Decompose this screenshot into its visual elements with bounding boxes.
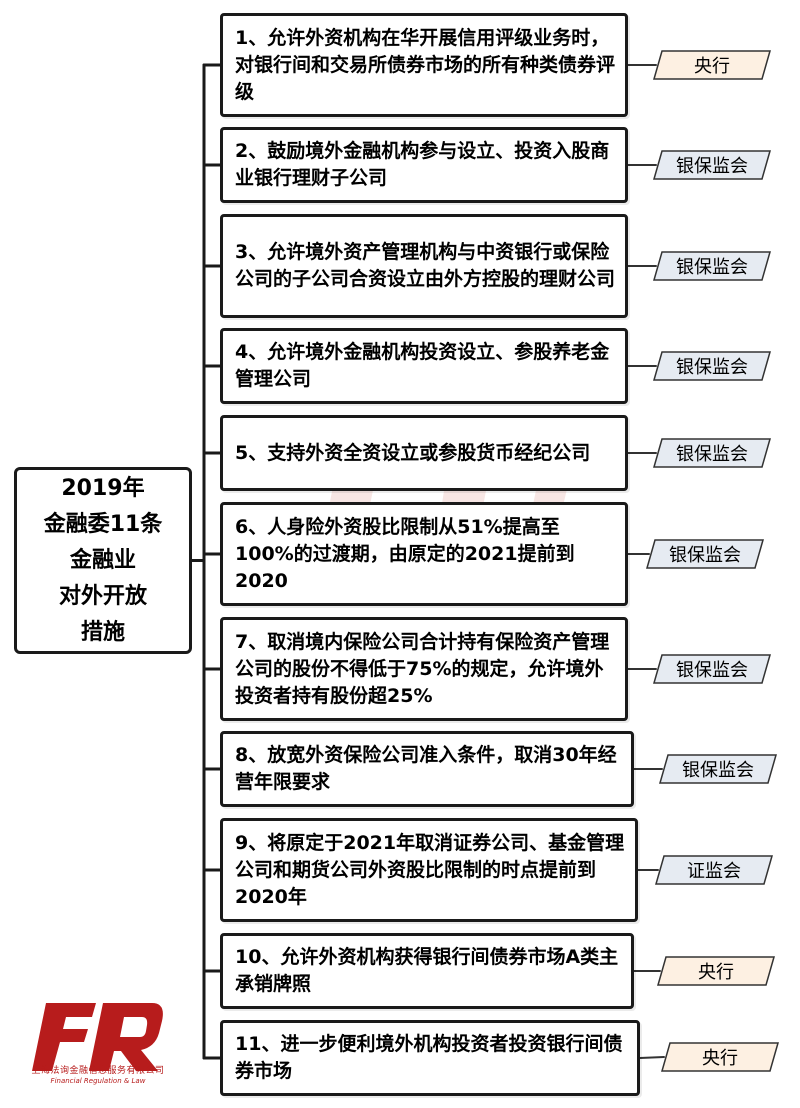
- tag-badge: 银保监会: [658, 753, 778, 785]
- list-item: 2、鼓励境外金融机构参与设立、投资入股商业银行理财子公司: [220, 127, 628, 203]
- tag-shape: [657, 956, 775, 986]
- list-item: 5、支持外资全资设立或参股货币经纪公司: [220, 415, 628, 491]
- tag-label: 银保监会: [682, 760, 754, 781]
- tag-label: 银保监会: [669, 545, 741, 566]
- list-item: 10、允许外资机构获得银行间债券市场A类主承销牌照: [220, 933, 634, 1009]
- item-text: 8、放宽外资保险公司准入条件，取消30年经营年限要求: [235, 744, 617, 793]
- root-line: 金融委11条: [43, 511, 163, 537]
- tag-shape: [653, 351, 771, 381]
- list-item: 7、取消境内保险公司合计持有保险资产管理公司的股份不得低于75%的规定，允许境外…: [220, 617, 628, 721]
- item-text: 3、允许境外资产管理机构与中资银行或保险公司的子公司合资设立由外方控股的理财公司: [235, 241, 616, 290]
- item-text: 4、允许境外金融机构投资设立、参股养老金管理公司: [235, 341, 610, 390]
- item-text: 5、支持外资全资设立或参股货币经纪公司: [235, 441, 591, 464]
- list-item: 9、将原定于2021年取消证券公司、基金管理公司和期货公司外资股比限制的时点提前…: [220, 818, 638, 922]
- tag-shape: [646, 539, 764, 569]
- item-text: 6、人身险外资股比限制从51%提高至100%的过渡期，由原定的2021提前到20…: [235, 515, 575, 592]
- tag-badge: 银保监会: [652, 350, 772, 382]
- list-item: 3、允许境外资产管理机构与中资银行或保险公司的子公司合资设立由外方控股的理财公司: [220, 214, 628, 318]
- tag-shape: [653, 654, 771, 684]
- tag-label: 银保监会: [676, 156, 748, 177]
- tag-shape: [659, 754, 777, 784]
- list-item: 4、允许境外金融机构投资设立、参股养老金管理公司: [220, 328, 628, 404]
- list-item: 6、人身险外资股比限制从51%提高至100%的过渡期，由原定的2021提前到20…: [220, 502, 628, 606]
- list-item: 11、进一步便利境外机构投资者投资银行间债券市场: [220, 1020, 640, 1096]
- tag-badge: 银保监会: [652, 250, 772, 282]
- tag-badge: 央行: [656, 955, 776, 987]
- tag-label: 银保监会: [676, 257, 748, 278]
- tag-label: 银保监会: [676, 660, 748, 681]
- tag-label: 银保监会: [676, 357, 748, 378]
- list-item: 1、允许外资机构在华开展信用评级业务时，对银行间和交易所债券市场的所有种类债券评…: [220, 13, 628, 117]
- item-text: 10、允许外资机构获得银行间债券市场A类主承销牌照: [235, 946, 619, 995]
- tag-label: 证监会: [687, 861, 741, 882]
- root-line: 2019年: [61, 475, 145, 501]
- root-line: 对外开放: [58, 583, 147, 609]
- tag-badge: 证监会: [654, 854, 774, 886]
- tag-label: 央行: [702, 1048, 738, 1069]
- logo-text-cn: 上海法询金融信息服务有限公司: [31, 1066, 165, 1076]
- tag-label: 央行: [694, 56, 730, 77]
- logo-text-en: Financial Regulation & Law: [50, 1077, 146, 1085]
- tag-shape: [655, 855, 773, 885]
- list-item: 8、放宽外资保险公司准入条件，取消30年经营年限要求: [220, 731, 634, 807]
- tag-label: 央行: [698, 962, 734, 983]
- item-text: 1、允许外资机构在华开展信用评级业务时，对银行间和交易所债券市场的所有种类债券评…: [235, 26, 616, 103]
- tag-shape: [653, 150, 771, 180]
- item-text: 9、将原定于2021年取消证券公司、基金管理公司和期货公司外资股比限制的时点提前…: [235, 831, 625, 908]
- item-text: 2、鼓励境外金融机构参与设立、投资入股商业银行理财子公司: [235, 140, 610, 189]
- tag-badge: 央行: [660, 1041, 780, 1073]
- tag-shape: [653, 438, 771, 468]
- item-text: 11、进一步便利境外机构投资者投资银行间债券市场: [235, 1033, 623, 1082]
- tag-badge: 银保监会: [645, 538, 765, 570]
- tag-badge: 央行: [652, 49, 772, 81]
- tag-badge: 银保监会: [652, 653, 772, 685]
- tag-shape: [661, 1042, 779, 1072]
- root-line: 金融业: [69, 547, 136, 573]
- tag-shape: [653, 50, 771, 80]
- root-node: 2019年 金融委11条 金融业 对外开放 措施: [14, 467, 192, 654]
- root-line: 措施: [80, 619, 125, 645]
- tag-badge: 银保监会: [652, 437, 772, 469]
- tag-label: 银保监会: [676, 444, 748, 465]
- tag-shape: [653, 251, 771, 281]
- tag-badge: 银保监会: [652, 149, 772, 181]
- fr-logo: [32, 1003, 163, 1071]
- item-text: 7、取消境内保险公司合计持有保险资产管理公司的股份不得低于75%的规定，允许境外…: [235, 630, 610, 707]
